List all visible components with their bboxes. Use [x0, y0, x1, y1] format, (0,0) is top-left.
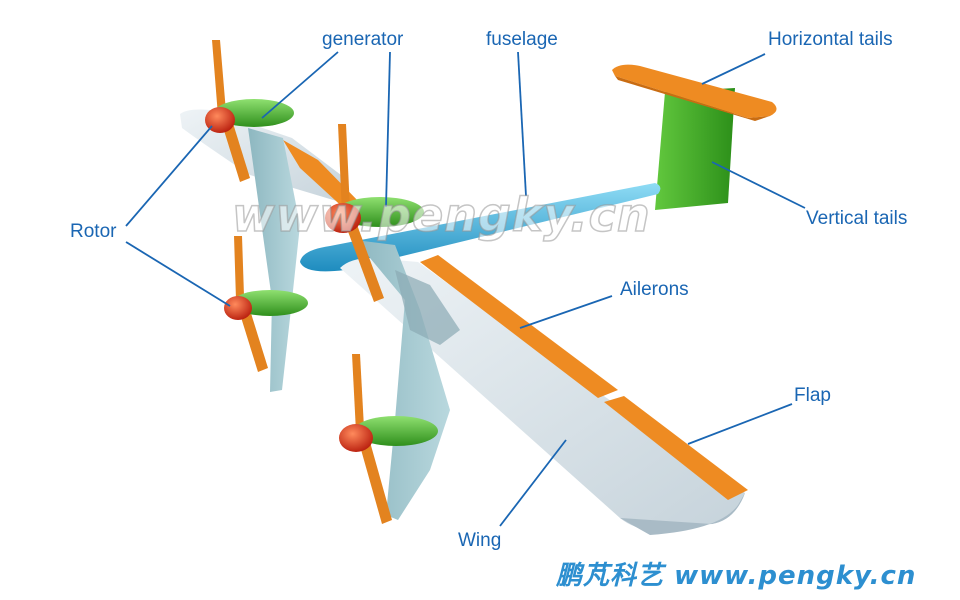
pylons: [248, 128, 460, 520]
rotor-4: [339, 354, 438, 524]
rotor-2: [325, 124, 424, 302]
watermark-footer-url: www.pengky.cn: [674, 561, 917, 591]
horizontal-tail: [612, 64, 777, 121]
watermark-center: www.pengky.cn: [231, 188, 651, 242]
label-horizontal-tails: Horizontal tails: [768, 29, 893, 50]
leader-horizontal-tails: [701, 53, 766, 85]
leader-rotor-1: [125, 125, 213, 227]
label-wing: Wing: [458, 530, 502, 551]
label-vertical-tails: Vertical tails: [806, 208, 908, 229]
leader-flap: [687, 403, 793, 445]
leader-generator-2: [385, 51, 391, 208]
generator-nacelle-4: [354, 416, 438, 446]
leader-rotor-2: [125, 241, 231, 307]
label-fuselage: fuselage: [486, 29, 558, 50]
label-ailerons: Ailerons: [620, 279, 689, 300]
watermark-footer-cn: 鹏芃科艺: [556, 561, 665, 591]
leader-lines: [125, 51, 806, 527]
aileron: [420, 255, 618, 398]
watermark-footer: 鹏芃科艺 www.pengky.cn: [556, 563, 916, 589]
leader-wing: [499, 439, 567, 527]
rotor-1: [205, 40, 294, 182]
label-generator: generator: [322, 29, 404, 50]
leader-fuselage: [517, 51, 527, 197]
leader-generator-1: [261, 51, 339, 119]
label-rotor: Rotor: [70, 221, 117, 242]
vertical-tail: [655, 88, 735, 210]
label-flap: Flap: [794, 385, 831, 406]
leader-ailerons: [519, 295, 613, 329]
flap: [604, 396, 748, 500]
rotor-3: [224, 236, 308, 372]
leader-vertical-tails: [711, 161, 806, 209]
